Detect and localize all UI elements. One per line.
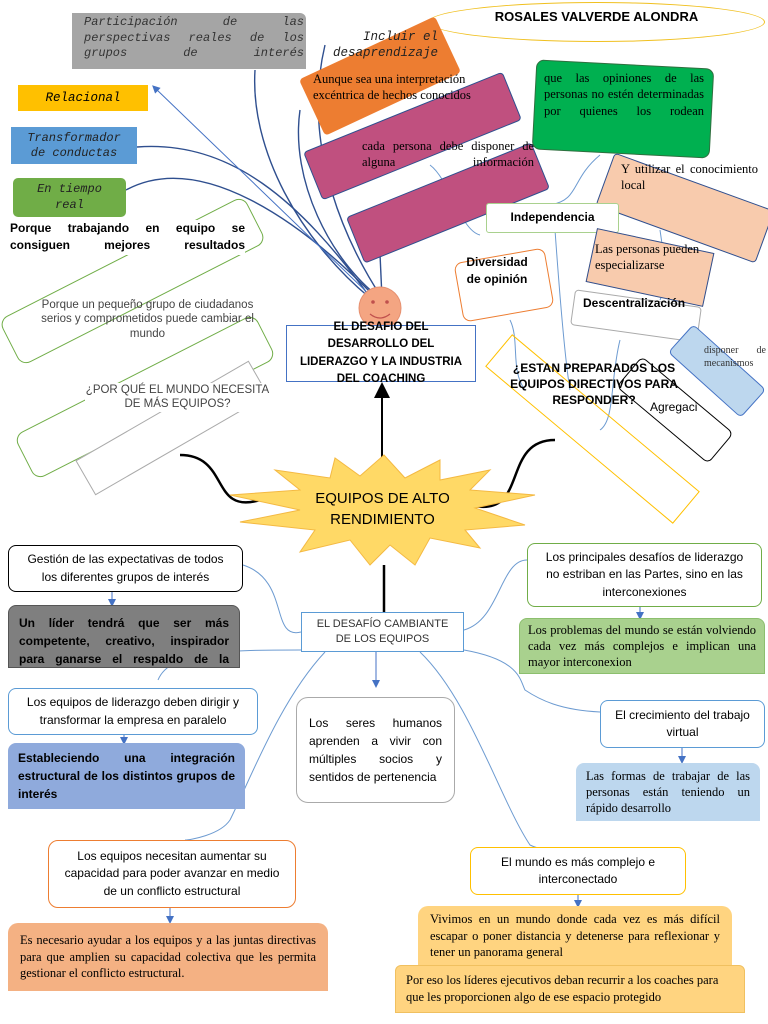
connector-line (463, 649, 601, 713)
descentralizacion-text: Descentralización (583, 296, 686, 310)
principales-box: Los principales desafíos de liderazgo no… (527, 543, 762, 607)
central-title: EQUIPOS DE ALTO RENDIMIENTO (315, 490, 450, 528)
participacion-box (72, 13, 306, 69)
estableciendo-box: Estableciendo una integración estructura… (8, 743, 245, 809)
connector-curve (179, 453, 261, 504)
lider-box: Un líder tendrá que ser más competente, … (8, 605, 240, 668)
author-name: ROSALES VALVERDE ALONDRA (494, 9, 699, 24)
desafio-cambiante-box: EL DESAFÍO CAMBIANTE DE LOS EQUIPOS (301, 612, 464, 652)
necesario-box: Es necesario ayudar a los equipos y a la… (8, 923, 328, 991)
connector-arrow (152, 85, 376, 301)
transformador-box: Transformador de conductas (11, 127, 137, 164)
mecanismos-text: disponer de mecanismos (704, 345, 766, 369)
connector-line (242, 564, 302, 634)
crecimiento-box: El crecimiento del trabajo virtual (600, 700, 765, 748)
participacion-text: Participación de las perspectivas reales… (84, 15, 304, 61)
connector-line (136, 145, 373, 301)
independencia-box: Independencia (486, 203, 619, 233)
necesitan-box: Los equipos necesitan aumentar su capaci… (48, 840, 296, 908)
connector-line (253, 69, 371, 299)
aunque-text: Aunque sea una interpretación excéntrica… (313, 72, 471, 102)
mundo-complejo-box: El mundo es más complejo e interconectad… (470, 847, 686, 895)
desafio-desarrollo-box: EL DESAFIO DEL DESARROLLO DEL LIDERAZGO … (286, 321, 476, 385)
seres-humanos-box: Los seres humanos aprenden a vivir con m… (296, 697, 455, 803)
preparados-text: ¿ESTAN PREPARADOS LOS EQUIPOS DIRECTIVOS… (510, 361, 678, 408)
connector-line (509, 319, 526, 391)
connector-curve (469, 438, 556, 509)
connector-line (549, 154, 601, 206)
tiempo-real-box: En tiempo real (13, 178, 126, 217)
central-star (229, 454, 536, 566)
connector-line (125, 177, 377, 299)
relacional-box: Relacional (18, 85, 148, 111)
cada-persona-text: cada persona debe disponer de alguna inf… (362, 139, 534, 169)
porque-trabajando-text: Porque trabajando en equipo se consiguen… (10, 220, 245, 255)
pequeno-grupo-text: Porque un pequeño grupo de ciudadanos se… (41, 299, 254, 340)
connector-line (554, 229, 571, 391)
especializarse-text: Las personas pueden especializarse (595, 242, 700, 273)
equipos-liderazgo-box: Los equipos de liderazgo deben dirigir y… (8, 688, 258, 735)
por-que-text: ¿POR QUÉ EL MUNDO NECESITA DE MÁS EQUIPO… (85, 383, 270, 412)
gestion-box: Gestión de las expectativas de todos los… (8, 545, 243, 592)
problemas-box: Los problemas del mundo se están volvien… (519, 618, 765, 674)
vivimos-box: Vivimos en un mundo donde cada vez es má… (418, 906, 732, 966)
formas-box: Las formas de trabajar de las personas e… (576, 763, 760, 821)
por-eso-box: Por eso los líderes ejecutivos deban rec… (395, 965, 745, 1013)
connector-line (297, 109, 381, 299)
agregacion-text: Agregaci (650, 400, 698, 414)
conocimiento-local-text: Y utilizar el conocimiento local (621, 162, 758, 193)
desaprendizaje-text: Incluir el desaprendizaje (332, 30, 438, 61)
connector-line (599, 339, 621, 431)
opiniones-text: que las opiniones de las personas no est… (544, 71, 704, 118)
diversidad-text: Diversidad de opinión (466, 255, 528, 287)
connector-line (463, 559, 528, 631)
smiley-face-icon (358, 286, 402, 330)
